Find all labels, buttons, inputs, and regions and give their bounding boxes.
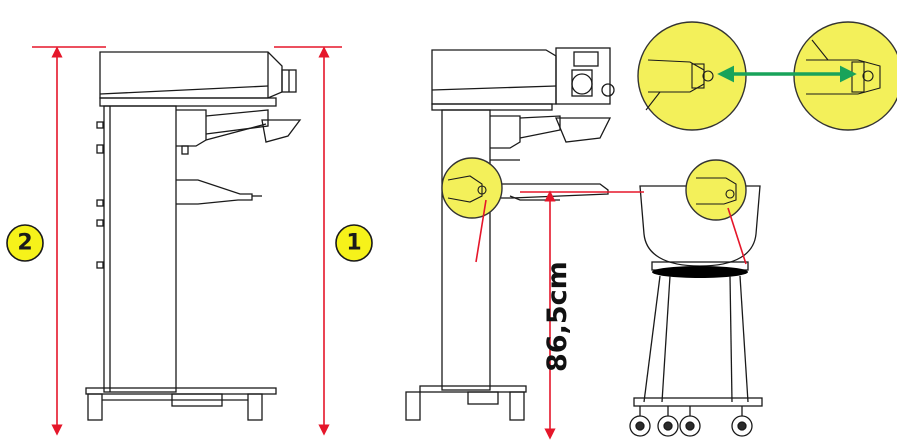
badge-2-label: 2 xyxy=(17,231,32,256)
bowl-trolley xyxy=(629,185,763,437)
dimension-arrow-1 xyxy=(274,46,342,436)
zoom-detail-arm xyxy=(637,21,747,131)
highlight-arm-coupling xyxy=(441,157,503,263)
machine-side-view xyxy=(85,51,302,421)
height-label: 86,5cm xyxy=(542,261,573,372)
dimension-arrow-2 xyxy=(32,46,106,436)
zoom-detail-bowl xyxy=(793,21,897,131)
badge-1: 1 xyxy=(335,224,373,262)
badge-2: 2 xyxy=(6,224,44,262)
height-dimension: 86,5cm xyxy=(520,190,644,440)
highlight-bowl-coupling xyxy=(685,159,747,265)
badge-1-label: 1 xyxy=(346,231,361,256)
machine-front-view xyxy=(405,47,615,421)
